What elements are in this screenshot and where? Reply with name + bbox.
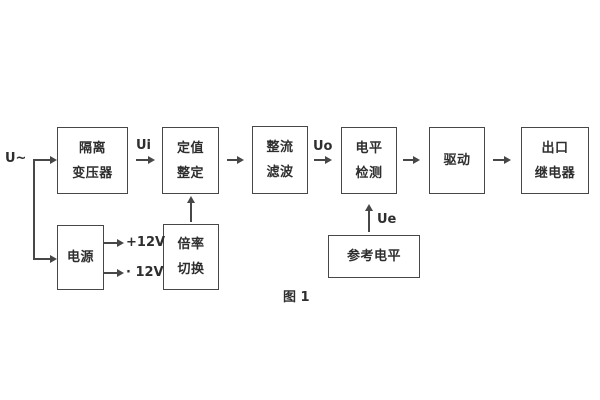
input-branch-vertical-line xyxy=(33,159,35,259)
block-level-detection: 电平 检测 xyxy=(341,127,397,194)
figure-caption: 图 1 xyxy=(283,290,310,305)
block-ratio-switching: 倍率 切换 xyxy=(163,224,219,290)
block-driver-label: 驱动 xyxy=(443,153,471,168)
arrowhead-into-output-relay xyxy=(504,156,511,164)
ue-signal-label: Ue xyxy=(377,212,397,227)
input-signal-label: U~ xyxy=(5,151,27,166)
arrowhead-into-value-setting xyxy=(148,156,155,164)
arrowhead-into-isolation-transformer xyxy=(50,156,57,164)
block-driver: 驱动 xyxy=(429,127,485,194)
block-value-setting-line2: 整定 xyxy=(176,165,204,181)
arrowhead-neg-12v xyxy=(117,269,124,277)
block-reference-level-label: 参考电平 xyxy=(346,249,401,264)
arrowhead-up-into-value-setting xyxy=(187,196,195,203)
ui-arrow-line xyxy=(136,159,149,161)
block-rectifier-filter-line2: 滤波 xyxy=(266,165,294,180)
block-power-supply: 电源 xyxy=(57,225,104,290)
uo-arrow-line xyxy=(314,159,326,161)
arrowhead-into-power-supply xyxy=(50,255,57,263)
pos-12v-label: +12V xyxy=(126,235,166,250)
arrowhead-into-rectifier-filter xyxy=(237,156,244,164)
block-value-setting: 定值 整定 xyxy=(162,127,219,194)
block-power-supply-label: 电源 xyxy=(66,250,94,265)
block-value-setting-line1: 定值 xyxy=(176,140,204,156)
ui-signal-label: Ui xyxy=(136,138,152,153)
block-output-relay-line1: 出口 xyxy=(541,140,569,156)
block-level-detection-line1: 电平 xyxy=(355,140,383,156)
block-isolation-transformer-line2: 变压器 xyxy=(72,165,113,181)
block-output-relay-line2: 继电器 xyxy=(534,165,576,181)
arrowhead-pos-12v xyxy=(117,239,124,247)
block-reference-level: 参考电平 xyxy=(328,235,420,278)
neg-12v-label: · 12V xyxy=(126,265,164,280)
block-output-relay: 出口 继电器 xyxy=(521,127,589,194)
pos-12v-line xyxy=(104,242,118,244)
block-level-detection-line2: 检测 xyxy=(355,165,383,181)
driver-to-relay-line xyxy=(493,159,505,161)
ratio-to-setting-line xyxy=(190,203,192,222)
input-branch-top-line xyxy=(33,159,51,161)
setting-to-rectifier-line xyxy=(227,159,238,161)
uo-signal-label: Uo xyxy=(313,139,333,154)
detection-to-driver-line xyxy=(403,159,414,161)
block-ratio-switching-line2: 切换 xyxy=(177,262,205,277)
block-ratio-switching-line1: 倍率 xyxy=(177,237,205,252)
arrowhead-into-level-detection xyxy=(325,156,332,164)
arrowhead-up-into-level-detection xyxy=(365,204,373,211)
arrowhead-into-driver xyxy=(413,156,420,164)
neg-12v-line xyxy=(104,272,118,274)
block-isolation-transformer: 隔离 变压器 xyxy=(57,127,128,194)
block-isolation-transformer-line1: 隔离 xyxy=(78,140,106,156)
block-rectifier-filter-line1: 整流 xyxy=(266,140,294,155)
input-branch-bottom-line xyxy=(33,258,51,260)
ue-arrow-line xyxy=(368,211,370,232)
block-rectifier-filter: 整流 滤波 xyxy=(252,126,308,194)
